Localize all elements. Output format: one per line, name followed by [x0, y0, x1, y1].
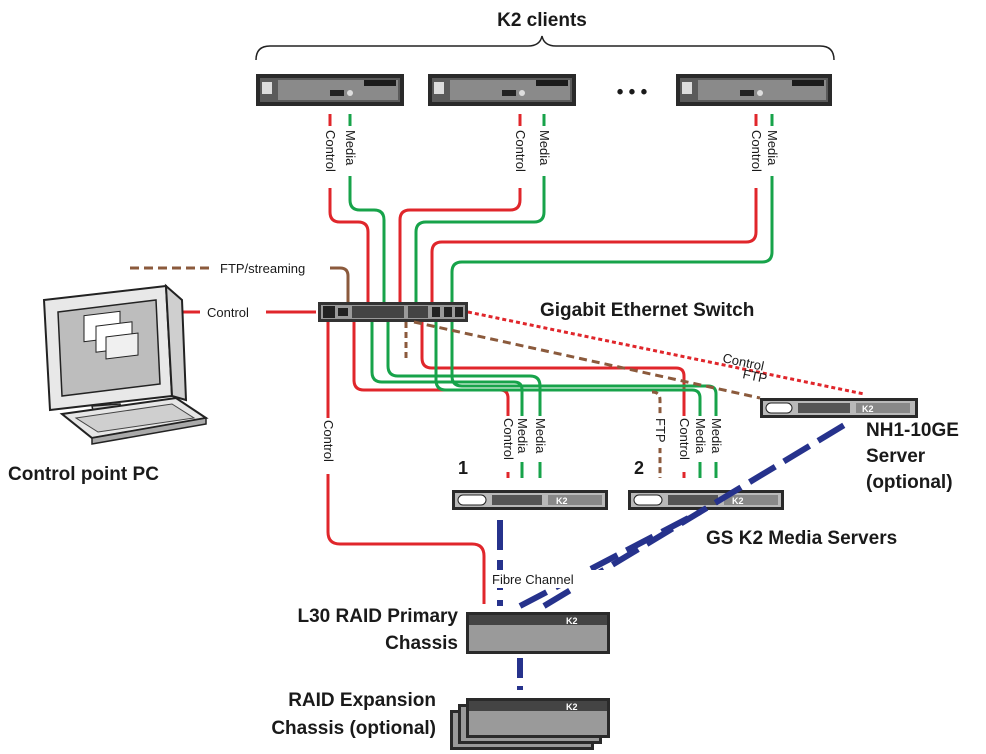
raid-expansion-label-1: RAID Expansion — [288, 690, 436, 711]
srv2-control-label: Control — [677, 418, 692, 460]
server-cable-labels: Control Media Media FTP Control Media Me… — [500, 416, 724, 472]
client1-control-label: Control — [323, 130, 338, 172]
control-point-pc-label: Control point PC — [8, 464, 159, 485]
media-server-1: K2 — [452, 490, 608, 510]
client2-control-label: Control — [513, 130, 528, 172]
control-point-pc — [42, 283, 209, 445]
client-cable-labels: Control Media Control Media Control Medi… — [322, 126, 780, 188]
client1-media-label: Media — [343, 130, 358, 166]
srv1-control-label: Control — [501, 418, 516, 460]
raid-control-label-bg — [320, 418, 336, 474]
nh-server: K2 — [760, 398, 918, 418]
media-server-2-badge: K2 — [732, 496, 744, 506]
ftp-streaming-line: FTP/streaming — [130, 261, 350, 302]
nh-server-label-3: (optional) — [866, 472, 953, 493]
server-2-number: 2 — [634, 458, 644, 478]
k2-client-3 — [676, 74, 832, 106]
gs-k2-media-servers-label: GS K2 Media Servers — [706, 528, 897, 549]
nh-server-label-1: NH1-10GE — [866, 420, 959, 441]
gigabit-switch — [318, 302, 468, 322]
clients-ellipsis: • • • — [617, 82, 648, 103]
srv2-media-label-b: Media — [709, 418, 724, 454]
nh-server-label-2: Server — [866, 446, 926, 467]
raid-expansion-badge: K2 — [566, 702, 578, 712]
srv2-media-label-a: Media — [693, 418, 708, 454]
media-server-2: K2 — [628, 490, 784, 510]
raid-expansion-chassis: K2 — [450, 698, 610, 750]
client3-media-label: Media — [765, 130, 780, 166]
fibre-channel-label-bg — [490, 570, 618, 588]
pc-control-line: Control — [178, 305, 316, 320]
client-cables — [328, 114, 774, 302]
raid-primary-label-1: L30 RAID Primary — [297, 606, 458, 627]
raid-primary-badge: K2 — [566, 616, 578, 626]
raid-expansion-label-2: Chassis (optional) — [271, 718, 436, 739]
k2-client-1 — [256, 74, 404, 106]
switch-downlinks — [326, 310, 865, 604]
k2-clients-brace — [255, 35, 835, 61]
client3-control-label: Control — [749, 130, 764, 172]
switch-label: Gigabit Ethernet Switch — [540, 300, 754, 321]
raid-primary-label-2: Chassis — [385, 633, 458, 654]
pc-control-label: Control — [207, 305, 249, 320]
srv1-media-label-a: Media — [515, 418, 530, 454]
k2-client-2 — [428, 74, 576, 106]
nh-ftp-label: FTP — [741, 366, 768, 386]
k2-clients-title: K2 clients — [497, 10, 587, 31]
client2-media-label: Media — [537, 130, 552, 166]
srv1-media-label-b: Media — [533, 418, 548, 454]
nh-server-badge: K2 — [862, 404, 874, 414]
media-server-1-badge: K2 — [556, 496, 568, 506]
raid-control-label: Control — [321, 420, 336, 462]
raid-primary-chassis: K2 — [466, 612, 610, 654]
ftp-streaming-label: FTP/streaming — [220, 261, 305, 276]
srv2-ftp-label: FTP — [653, 418, 668, 443]
fibre-channel-label: Fibre Channel — [492, 572, 574, 587]
server-1-number: 1 — [458, 458, 468, 478]
